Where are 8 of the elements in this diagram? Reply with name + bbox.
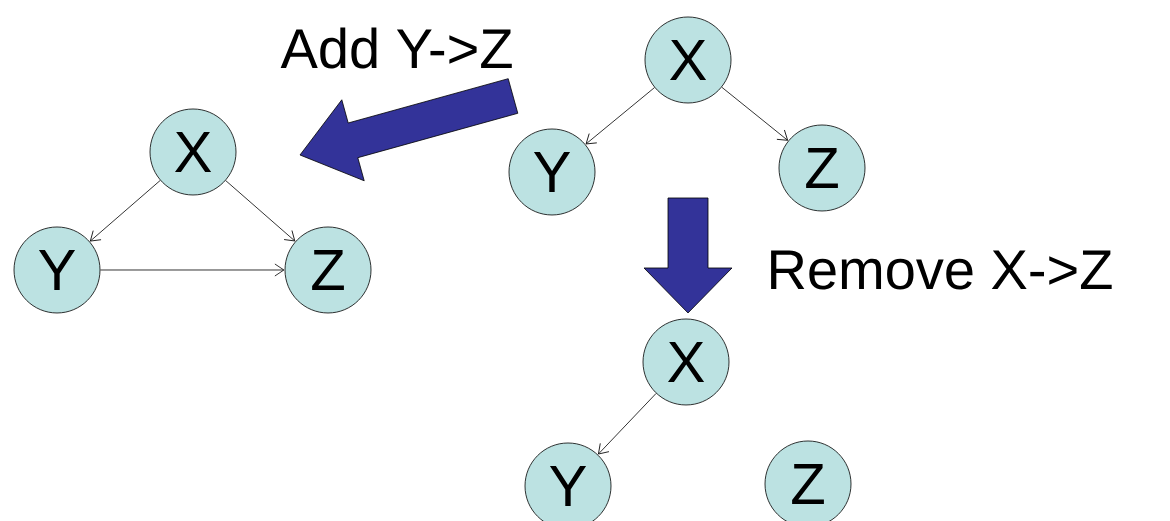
arrow — [598, 393, 657, 455]
step-label: Remove X->Z — [771, 250, 1112, 290]
step-label: Add Y->Z — [280, 27, 512, 69]
arrow — [100, 263, 285, 277]
arrow — [225, 180, 296, 242]
arrow — [585, 87, 655, 145]
arrow — [89, 180, 161, 242]
arrow — [721, 86, 789, 141]
